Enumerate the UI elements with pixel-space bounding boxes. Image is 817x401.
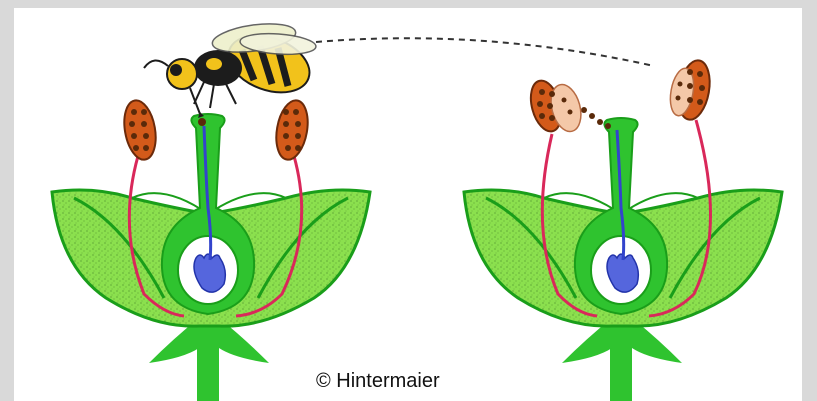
right-flower: [464, 58, 782, 401]
right-anther-a: [526, 77, 586, 135]
pollen-grains: [581, 107, 611, 129]
left-anther-b: [272, 98, 312, 162]
illustration-canvas: © Hintermaier: [14, 8, 802, 401]
left-anther-a: [120, 98, 160, 162]
copyright-credit: © Hintermaier: [312, 370, 444, 393]
pollination-diagram: [14, 8, 802, 401]
flight-path: [316, 38, 654, 66]
right-anther-b: [667, 58, 714, 122]
left-flower: [52, 98, 370, 401]
